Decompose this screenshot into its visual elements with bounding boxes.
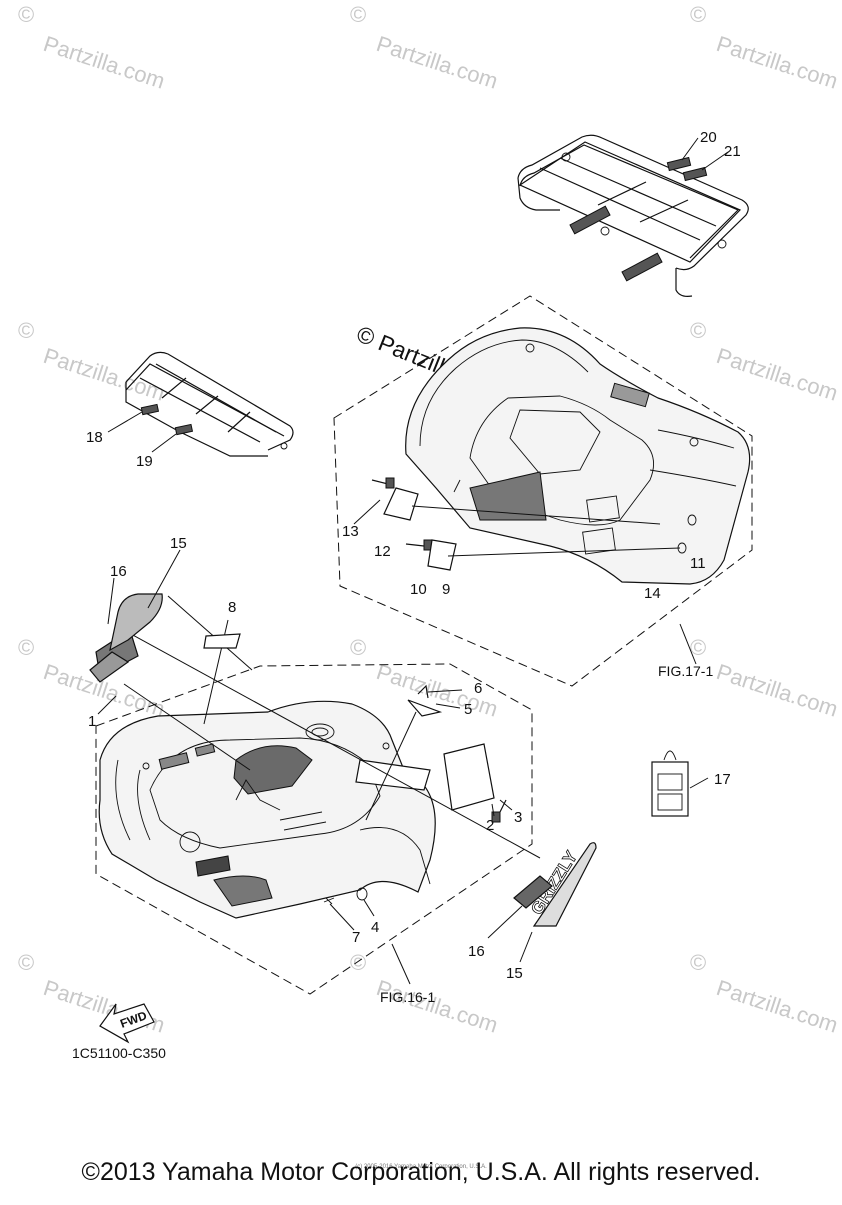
callout-19: 19: [136, 453, 153, 470]
svg-text:©: ©: [690, 2, 706, 27]
svg-text:Partzilla.com: Partzilla.com: [713, 343, 840, 406]
callout-16-right: 16: [468, 943, 485, 960]
leader-4: [363, 899, 375, 917]
svg-text:Partzilla.com: Partzilla.com: [373, 975, 500, 1038]
svg-text:Partzilla.com: Partzilla.com: [40, 31, 167, 94]
callout-16-left: 16: [110, 563, 127, 580]
svg-text:Partzilla.com: Partzilla.com: [713, 975, 840, 1038]
leader-16-left: [107, 577, 115, 625]
svg-text:©: ©: [690, 950, 706, 975]
leader-17: [689, 777, 709, 789]
leader-21: [701, 151, 729, 171]
leader-9: [447, 547, 681, 557]
rear-carrier: [517, 134, 749, 297]
diagram-code: 1C51100-C350: [72, 1045, 166, 1061]
callout-10: 10: [410, 581, 427, 598]
callout-20: 20: [700, 129, 717, 146]
leader-15-left: [147, 549, 181, 609]
svg-text:Partzilla.com: Partzilla.com: [40, 343, 167, 406]
svg-text:©: ©: [690, 318, 706, 343]
callout-11: 11: [690, 555, 706, 572]
callout-1: 1: [88, 713, 96, 730]
fwd-arrow-icon: FWD: [99, 1003, 155, 1044]
svg-text:©: ©: [350, 635, 366, 660]
callout-17: 17: [714, 771, 731, 788]
svg-text:Partzilla.com: Partzilla.com: [713, 659, 840, 722]
leader-2: [491, 803, 495, 817]
svg-text:Partzilla.com: Partzilla.com: [713, 31, 840, 94]
front-carrier: [125, 351, 294, 457]
leader-6: [427, 689, 463, 693]
callout-12: 12: [374, 543, 391, 560]
leader-18: [107, 411, 143, 433]
front-fender: [98, 700, 436, 919]
callout-8: 8: [228, 599, 236, 616]
callout-9: 9: [442, 581, 450, 598]
leader-19: [151, 433, 177, 453]
svg-text:©: ©: [350, 950, 366, 975]
leader-5-down: [365, 711, 417, 821]
watermark: © Partzilla.com: [690, 2, 841, 94]
callout-15-left: 15: [170, 535, 187, 552]
tag-17: [651, 750, 689, 817]
leader-fig17: [679, 623, 697, 665]
watermark: ©Partzilla.com: [18, 318, 168, 406]
tiny-credit: (c) 2005-2016 Yamaha Motor Corporation, …: [355, 1164, 487, 1170]
rear-fender-outline: [333, 295, 753, 687]
leader-12: [411, 505, 661, 525]
fig-ref-16-1: FIG.16-1: [380, 989, 435, 1005]
callout-7: 7: [352, 929, 360, 946]
decal-16-right: [513, 875, 553, 909]
svg-text:©: ©: [350, 2, 366, 27]
callouts: 1 2 3 4 5 6 7 8 9 10 11 12 13 14 15 15 1…: [86, 129, 741, 982]
leader-decal-path2: [167, 595, 253, 671]
watermark: ©Partzilla.com: [18, 635, 168, 722]
leader-7: [329, 903, 355, 931]
leader-20: [681, 137, 699, 161]
callout-13: 13: [342, 523, 359, 540]
svg-text:©: ©: [690, 635, 706, 660]
rear-fender-fasteners: [371, 477, 697, 571]
front-fender-outline: [95, 663, 533, 995]
leader-1b: [97, 695, 117, 715]
leader-fig16: [391, 943, 411, 985]
rear-fender: [405, 327, 751, 585]
fig-ref-17-1: FIG.17-1: [658, 663, 713, 679]
leader-16-right: [487, 905, 523, 939]
svg-text:©: ©: [18, 2, 34, 27]
copyright-notice: ©2013 Yamaha Motor Corporation, U.S.A. A…: [81, 1158, 761, 1186]
leader-1: [123, 683, 251, 771]
watermark: © Partzilla.com: [690, 950, 841, 1038]
svg-text:©: ©: [18, 318, 34, 343]
svg-text:Partzilla.com: Partzilla.com: [373, 31, 500, 94]
callout-3: 3: [514, 809, 522, 826]
svg-text:©: ©: [18, 635, 34, 660]
svg-text:©: ©: [18, 950, 34, 975]
callout-21: 21: [724, 143, 741, 160]
watermark: © Partzilla.com: [350, 2, 501, 94]
watermark: © Partzilla.com: [690, 318, 841, 406]
leader-13: [353, 499, 381, 525]
callout-18: 18: [86, 429, 103, 446]
callout-6: 6: [474, 680, 482, 697]
left-side-decals: [89, 593, 163, 683]
leader-15-right: [519, 931, 533, 963]
leader-5: [435, 703, 461, 709]
callout-4: 4: [371, 919, 379, 936]
callout-2: 2: [486, 817, 494, 834]
decal-8: [203, 633, 241, 649]
callout-15-right: 15: [506, 965, 523, 982]
leader-decal-path: [119, 627, 541, 859]
leader-3: [499, 799, 513, 811]
watermark: ©Partzilla.com: [18, 2, 168, 94]
callout-14: 14: [644, 585, 661, 602]
callout-5: 5: [464, 701, 472, 718]
